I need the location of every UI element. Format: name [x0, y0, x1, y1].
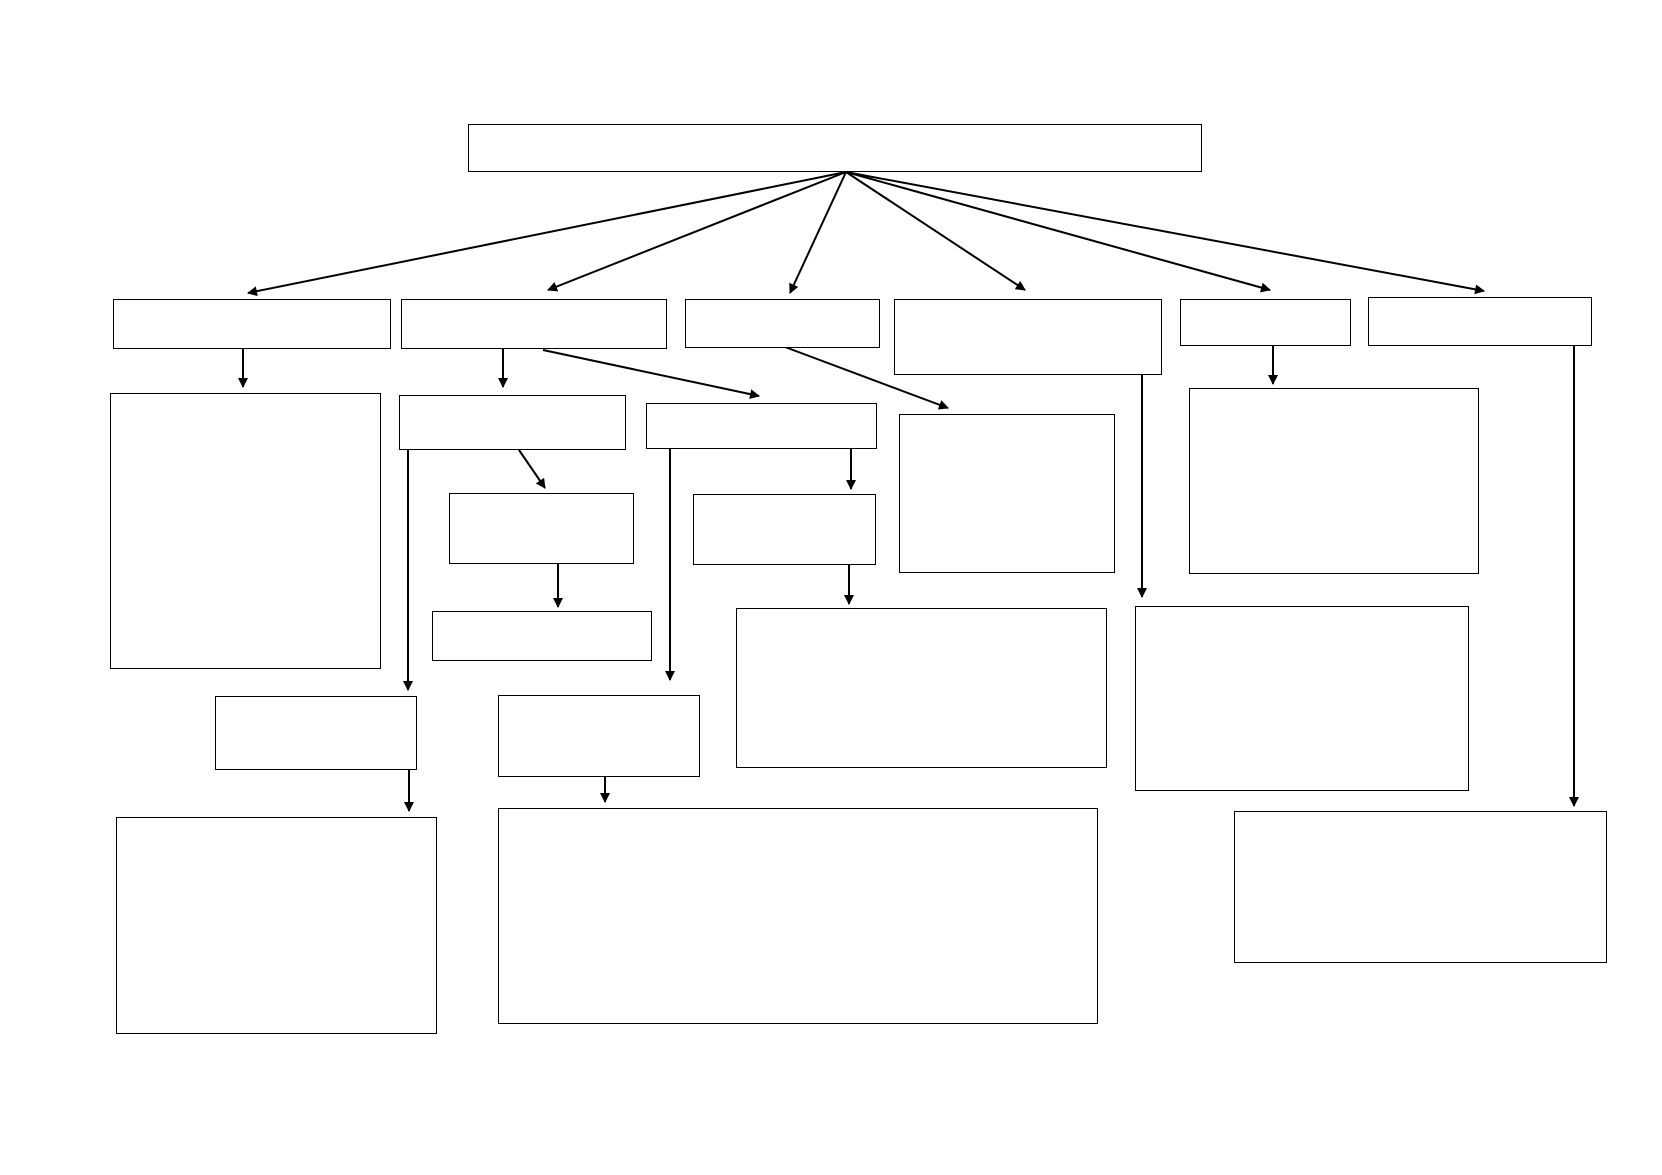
box-b-left-bottom	[215, 696, 417, 770]
box-l1-e	[1180, 299, 1351, 346]
box-l1-f	[1368, 297, 1592, 346]
box-frame-b-right-mid	[693, 494, 876, 565]
box-frame-l1-e	[1180, 299, 1351, 346]
arrow-root-to-l1-a	[247, 171, 847, 297]
box-b-left-mid	[449, 493, 634, 564]
box-b-left	[399, 395, 626, 450]
box-e-child	[1189, 388, 1479, 574]
box-frame-a-deep	[116, 817, 437, 1034]
box-frame-root	[468, 124, 1202, 172]
box-d-lower	[1135, 606, 1469, 791]
box-frame-b-left-bottom	[215, 696, 417, 770]
box-l1-a	[113, 299, 391, 349]
box-frame-l1-a	[113, 299, 391, 349]
box-b-right-big	[736, 608, 1107, 768]
box-frame-b-right-bottom	[498, 695, 700, 777]
box-b-wide	[498, 808, 1098, 1024]
arrow-root-to-l1-c	[789, 171, 847, 294]
box-layer	[110, 124, 1607, 1034]
box-frame-l1-d	[894, 299, 1162, 375]
box-b-right-bottom	[498, 695, 700, 777]
box-f-child	[1234, 811, 1607, 963]
box-frame-d-lower	[1135, 606, 1469, 791]
box-b-right	[646, 403, 877, 449]
box-frame-b-left	[399, 395, 626, 450]
box-a-deep	[116, 817, 437, 1034]
arrow-l1-b-to-b-right	[542, 349, 760, 400]
box-l1-d	[894, 299, 1162, 375]
box-a-child	[110, 393, 381, 669]
box-frame-b-right	[646, 403, 877, 449]
box-frame-d-child	[899, 414, 1115, 573]
arrow-l1-c-to-d-child	[784, 346, 949, 410]
box-frame-a-child	[110, 393, 381, 669]
box-frame-l1-b	[401, 299, 667, 349]
box-b-right-mid	[693, 494, 876, 565]
box-root	[468, 124, 1202, 172]
box-frame-b-left-mid	[449, 493, 634, 564]
box-frame-l1-f	[1368, 297, 1592, 346]
arrow-root-to-l1-b	[547, 171, 847, 292]
arrow-root-to-l1-e	[845, 171, 1271, 293]
box-frame-f-child	[1234, 811, 1607, 963]
box-l1-c	[685, 299, 880, 348]
box-frame-l1-c	[685, 299, 880, 348]
box-frame-e-child	[1189, 388, 1479, 574]
box-b-left-low	[432, 611, 652, 661]
arrow-b-left-to-b-left-mid	[518, 449, 546, 489]
box-frame-b-right-big	[736, 608, 1107, 768]
box-frame-b-left-low	[432, 611, 652, 661]
box-l1-b	[401, 299, 667, 349]
box-d-child	[899, 414, 1115, 573]
arrow-root-to-l1-d	[845, 171, 1026, 291]
arrow-root-to-l1-f	[845, 171, 1485, 295]
box-frame-b-wide	[498, 808, 1098, 1024]
connector-layer	[238, 171, 1579, 812]
